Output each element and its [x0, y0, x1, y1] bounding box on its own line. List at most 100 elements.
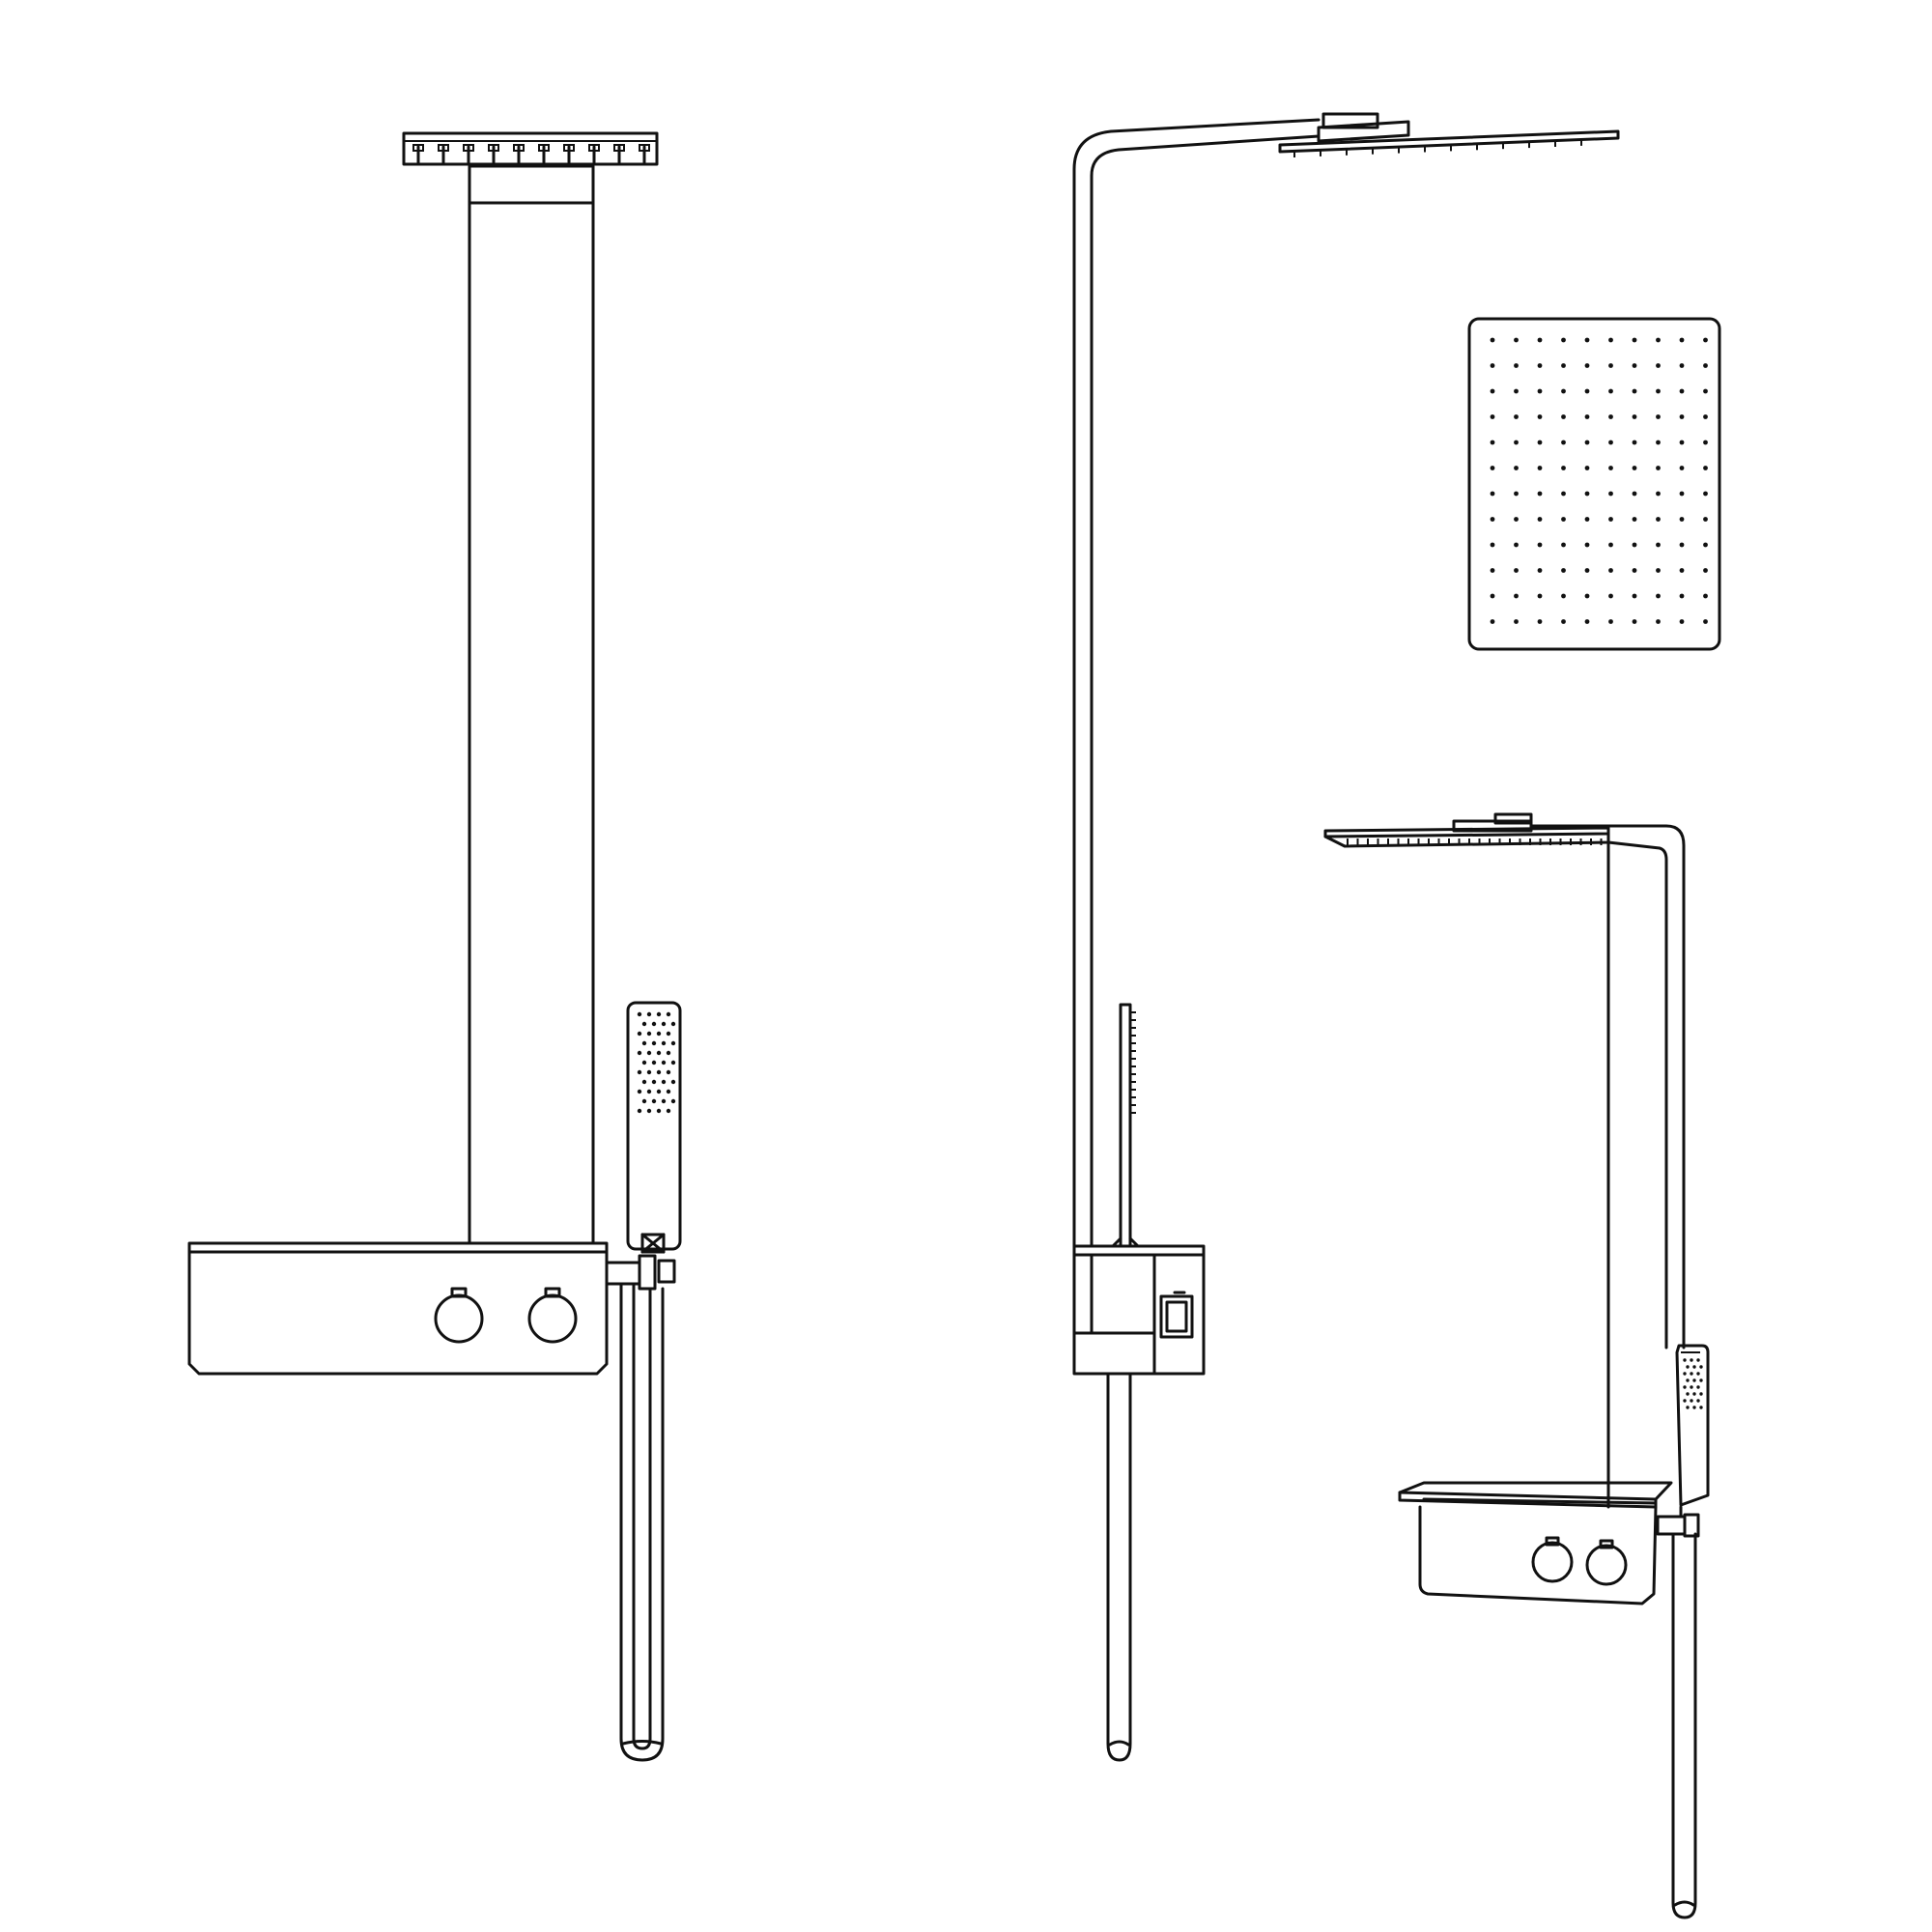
nozzle-dot — [1537, 542, 1543, 548]
side-column-arm — [1072, 118, 1321, 1248]
nozzle-dot — [1692, 1406, 1696, 1409]
nozzle-cap — [639, 144, 650, 152]
nozzle-dot — [1703, 491, 1708, 497]
nozzle-dot — [666, 1089, 671, 1094]
nozzle-dot — [1699, 1406, 1703, 1409]
nozzle-dot — [1679, 388, 1685, 394]
nozzle-dot — [1656, 414, 1661, 419]
side-rain-head-nozzles — [1293, 139, 1582, 157]
nozzle-dot — [1696, 1358, 1700, 1362]
nozzle-dot — [1703, 517, 1708, 522]
nozzle-dot — [1584, 466, 1590, 470]
nozzle-dot — [670, 1021, 676, 1027]
nozzle-dot — [637, 1050, 642, 1056]
nozzle-dot — [661, 1079, 667, 1085]
nozzle-dot — [637, 1011, 642, 1017]
nozzle-dot — [651, 1098, 657, 1104]
nozzle-dot — [1699, 1392, 1703, 1396]
side-rain-head — [1278, 112, 1620, 157]
nozzle-dot — [1514, 414, 1519, 419]
nozzle-dot — [1703, 414, 1708, 419]
nozzle-dot — [1656, 491, 1661, 497]
nozzle-dot — [1584, 619, 1590, 624]
nozzle-dot — [666, 1011, 671, 1017]
nozzle-dot — [1656, 568, 1661, 573]
nozzle-dot — [661, 1040, 667, 1046]
nozzle-cap — [538, 144, 550, 152]
front-hand-shower-holder — [605, 1254, 676, 1291]
nozzle-dot — [1561, 466, 1566, 470]
nozzle-dot — [666, 1108, 671, 1114]
nozzle-dot — [1561, 593, 1566, 599]
nozzle-dot — [1608, 337, 1613, 343]
nozzle-dot — [1632, 517, 1637, 522]
nozzle-dot — [1703, 593, 1708, 599]
nozzle-dot — [1686, 1406, 1690, 1409]
nozzle-dot — [1699, 1378, 1703, 1382]
nozzle-dot — [666, 1031, 671, 1037]
nozzle-cap — [438, 144, 449, 152]
nozzle-dot — [641, 1040, 647, 1046]
nozzle-dot — [1632, 414, 1637, 419]
nozzle-dot — [1537, 491, 1543, 497]
nozzle-dot — [1696, 1372, 1700, 1376]
nozzle-dot — [1561, 619, 1566, 624]
nozzle-dot — [651, 1021, 657, 1027]
nozzle-dot — [1690, 1385, 1693, 1389]
nozzle-dot — [1679, 619, 1685, 624]
nozzle-dot — [1686, 1365, 1690, 1369]
nozzle-dot — [1490, 440, 1495, 445]
nozzle-dot — [1656, 363, 1661, 368]
nozzle-dot — [1703, 440, 1708, 445]
front-thermostatic-shelf — [187, 1241, 609, 1376]
nozzle-dot — [1490, 517, 1495, 522]
nozzle-cap — [513, 144, 525, 152]
nozzle-dot — [1656, 440, 1661, 445]
nozzle-dot — [656, 1069, 662, 1075]
nozzle-dot — [641, 1021, 647, 1027]
nozzle-cap — [412, 144, 424, 152]
persp-hand-shower-nozzles — [1683, 1358, 1703, 1409]
nozzle-dot — [656, 1031, 662, 1037]
nozzle-dot — [666, 1050, 671, 1056]
nozzle-dot — [1703, 568, 1708, 573]
nozzle-dot — [1561, 414, 1566, 419]
nozzle-dot — [641, 1098, 647, 1104]
nozzle-dot — [1703, 337, 1708, 343]
nozzle-dot — [1632, 593, 1637, 599]
nozzle-cap — [613, 144, 625, 152]
nozzle-dot — [670, 1040, 676, 1046]
nozzle-dot — [1690, 1399, 1693, 1403]
nozzle-dot — [661, 1021, 667, 1027]
rain-head-top-nozzles — [1490, 337, 1708, 624]
nozzle-dot — [1692, 1365, 1696, 1369]
side-valve-body — [1072, 1244, 1206, 1376]
nozzle-dot — [1686, 1378, 1690, 1382]
nozzle-dot — [1490, 593, 1495, 599]
nozzle-dot — [1683, 1385, 1687, 1389]
nozzle-dot — [1561, 363, 1566, 368]
nozzle-dot — [1632, 568, 1637, 573]
persp-column-arm — [1529, 824, 1686, 1509]
nozzle-dot — [1561, 517, 1566, 522]
nozzle-dot — [646, 1011, 652, 1017]
nozzle-dot — [1537, 337, 1543, 343]
nozzle-dot — [646, 1050, 652, 1056]
nozzle-dot — [1608, 466, 1613, 470]
nozzle-dot — [1608, 491, 1613, 497]
nozzle-dot — [1490, 388, 1495, 394]
nozzle-dot — [637, 1089, 642, 1094]
nozzle-dot — [666, 1069, 671, 1075]
front-shower-column — [468, 164, 595, 1245]
nozzle-dot — [656, 1089, 662, 1094]
nozzle-dot — [1703, 542, 1708, 548]
nozzle-dot — [646, 1069, 652, 1075]
nozzle-cap — [488, 144, 499, 152]
nozzle-dot — [1656, 542, 1661, 548]
nozzle-dot — [1683, 1399, 1687, 1403]
nozzle-dot — [1561, 337, 1566, 343]
nozzle-dot — [1656, 466, 1661, 470]
nozzle-dot — [646, 1031, 652, 1037]
nozzle-dot — [1608, 440, 1613, 445]
nozzle-dot — [1584, 593, 1590, 599]
